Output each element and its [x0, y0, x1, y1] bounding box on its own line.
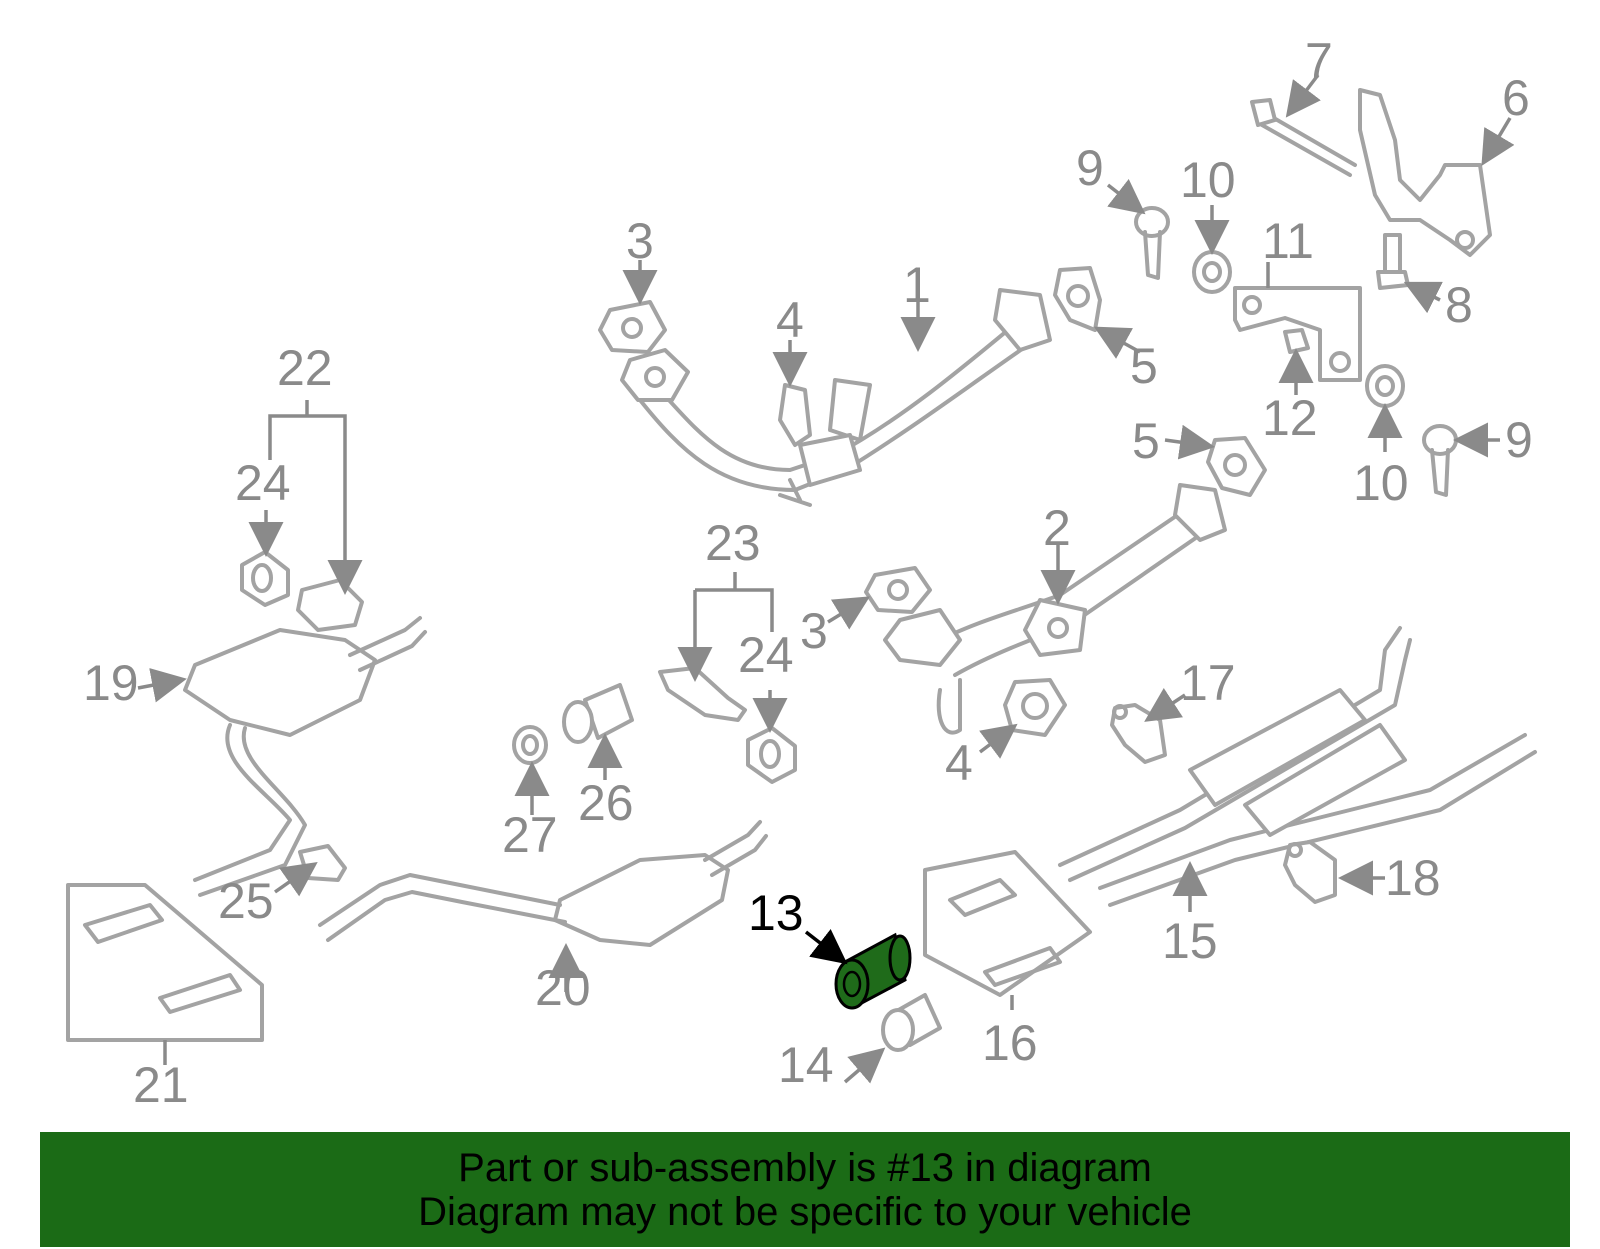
- label-27: 27: [502, 807, 558, 863]
- label-25: 25: [218, 873, 274, 929]
- label-3-upper: 3: [626, 213, 654, 269]
- part-5-gasket-lower[interactable]: [1164, 424, 1267, 497]
- part-11-bracket-assembly[interactable]: [1233, 262, 1362, 382]
- part-9-clamp-lower[interactable]: [1422, 422, 1500, 497]
- part-9-clamp-upper[interactable]: [1106, 178, 1170, 280]
- part-15-rear-mufflers[interactable]: [1058, 626, 1537, 912]
- label-6: 6: [1502, 70, 1530, 126]
- label-10-upper: 10: [1180, 152, 1236, 208]
- part-23-bracket-group[interactable]: [658, 572, 774, 722]
- info-banner: Part or sub-assembly is #13 in diagram D…: [40, 1132, 1570, 1247]
- label-18: 18: [1385, 850, 1441, 906]
- label-24-right: 24: [738, 627, 794, 683]
- part-4-gasket-upper[interactable]: [772, 340, 812, 447]
- part-20-muffler[interactable]: [318, 820, 768, 992]
- label-21: 21: [133, 1057, 189, 1113]
- label-5-lower: 5: [1132, 413, 1160, 469]
- label-17: 17: [1180, 655, 1236, 711]
- part-25-bracket[interactable]: [273, 844, 347, 897]
- label-24-left: 24: [235, 455, 291, 511]
- part-7-bolt[interactable]: [1250, 73, 1357, 177]
- label-12: 12: [1262, 390, 1318, 446]
- part-17-hanger[interactable]: [1110, 687, 1186, 764]
- label-5-upper: 5: [1130, 338, 1158, 394]
- label-14: 14: [778, 1037, 834, 1093]
- part-6-bracket[interactable]: [1358, 88, 1515, 257]
- part-24-isolator-left[interactable]: [240, 510, 290, 607]
- label-22: 22: [277, 340, 333, 396]
- label-10-lower: 10: [1353, 455, 1409, 511]
- banner-line-1: Part or sub-assembly is #13 in diagram: [458, 1146, 1152, 1190]
- part-12-spacer[interactable]: [1278, 328, 1314, 395]
- label-4-upper: 4: [776, 292, 804, 348]
- label-8: 8: [1445, 277, 1473, 333]
- part-21-clamp-kit[interactable]: [66, 883, 264, 1065]
- part-4-gasket-lower[interactable]: [978, 678, 1067, 759]
- part-3-gasket-lower[interactable]: [827, 566, 932, 630]
- part-10-isolator-upper[interactable]: [1192, 205, 1232, 294]
- label-23: 23: [705, 515, 761, 571]
- part-5-gasket-upper[interactable]: [1053, 266, 1141, 359]
- label-16: 16: [982, 1015, 1038, 1071]
- label-13-highlighted: 13: [748, 885, 804, 941]
- label-2: 2: [1043, 500, 1071, 556]
- part-10-isolator-lower[interactable]: [1365, 364, 1405, 452]
- part-13-bushing-highlighted[interactable]: [804, 928, 912, 1010]
- label-4-lower: 4: [945, 735, 973, 791]
- part-19-muffler[interactable]: [137, 616, 427, 897]
- part-26-connector[interactable]: [562, 683, 634, 780]
- label-20: 20: [535, 960, 591, 1016]
- part-16-clamp-kit[interactable]: [923, 850, 1092, 1010]
- part-2-front-pipe[interactable]: [883, 483, 1227, 735]
- label-1: 1: [903, 257, 931, 313]
- label-11: 11: [1262, 213, 1314, 269]
- label-3-lower: 3: [800, 603, 828, 659]
- label-9-upper: 9: [1076, 140, 1104, 196]
- part-18-hanger[interactable]: [1283, 840, 1385, 904]
- part-27-clamp-ring[interactable]: [512, 725, 550, 815]
- label-9-lower: 9: [1505, 412, 1533, 468]
- part-8-bolt[interactable]: [1376, 233, 1443, 314]
- part-labels: 1 2 3 3 4 4 5 5 6 7 8 9 9 10 10 11 12 13…: [83, 33, 1533, 1113]
- banner-line-2: Diagram may not be specific to your vehi…: [418, 1190, 1192, 1234]
- part-1-front-pipe[interactable]: [620, 288, 1052, 507]
- part-22-bracket-group[interactable]: [268, 400, 364, 632]
- part-24-isolator-right[interactable]: [746, 690, 797, 784]
- label-15: 15: [1162, 913, 1218, 969]
- part-14-isolator[interactable]: [843, 993, 942, 1084]
- part-3-gasket-upper[interactable]: [598, 260, 667, 354]
- label-26: 26: [578, 775, 634, 831]
- label-19: 19: [83, 655, 139, 711]
- label-7: 7: [1305, 33, 1333, 89]
